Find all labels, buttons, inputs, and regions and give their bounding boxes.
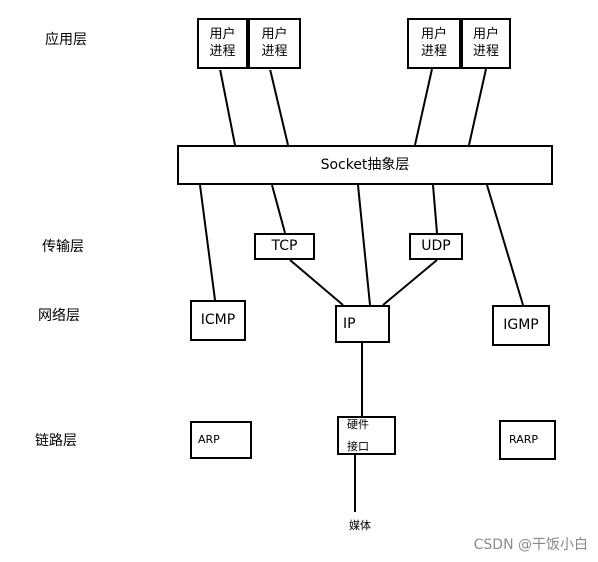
socket-abstraction-layer: Socket抽象层: [177, 145, 553, 185]
icmp-box: ICMP: [190, 300, 246, 341]
igmp-label: IGMP: [503, 317, 539, 334]
layer-label-network: 网络层: [38, 308, 80, 324]
udp-box: UDP: [409, 233, 463, 260]
arp-label: ARP: [198, 432, 220, 446]
process-label-line2: 进程: [261, 43, 288, 59]
igmp-box: IGMP: [492, 305, 550, 346]
line-proc4-socket: [468, 68, 487, 146]
hardware-label-line1: 硬件: [347, 417, 369, 431]
line-socket-ip: [357, 184, 371, 306]
tcp-box: TCP: [254, 233, 315, 260]
hardware-label-line2: 接口: [347, 439, 369, 453]
line-socket-udp: [432, 184, 438, 234]
line-tcp-ip: [289, 259, 344, 306]
line-proc1-socket: [219, 68, 236, 146]
line-socket-icmp: [199, 184, 216, 301]
ip-box: IP: [335, 305, 390, 343]
layer-label-transport: 传输层: [42, 239, 84, 255]
process-label-line2: 进程: [420, 43, 447, 59]
process-label-line1: 用户: [261, 26, 288, 42]
line-udp-ip: [382, 259, 438, 306]
user-process-box: 用户 进程: [461, 18, 511, 69]
socket-label: Socket抽象层: [320, 156, 410, 173]
process-label-line2: 进程: [209, 43, 236, 59]
udp-label: UDP: [421, 238, 451, 255]
user-process-box: 用户 进程: [197, 18, 248, 69]
icmp-label: ICMP: [200, 312, 236, 329]
line-proc2-socket: [269, 68, 289, 146]
medium-label: 媒体: [349, 519, 371, 532]
process-label-line1: 用户: [472, 26, 499, 42]
layer-label-application: 应用层: [45, 32, 87, 48]
hardware-interface-box: 硬件 接口: [337, 416, 396, 455]
watermark: CSDN @干饭小白: [473, 537, 588, 553]
line-socket-tcp: [271, 184, 286, 234]
tcp-label: TCP: [271, 238, 298, 255]
line-socket-igmp: [486, 184, 524, 306]
process-label-line1: 用户: [209, 26, 236, 42]
user-process-box: 用户 进程: [248, 18, 301, 69]
rarp-box: RARP: [499, 420, 556, 460]
ip-label: IP: [343, 315, 356, 332]
rarp-label: RARP: [509, 432, 538, 446]
arp-box: ARP: [190, 421, 252, 459]
line-proc3-socket: [414, 68, 433, 146]
user-process-box: 用户 进程: [407, 18, 461, 69]
process-label-line1: 用户: [420, 26, 447, 42]
layer-label-link: 链路层: [35, 433, 77, 449]
process-label-line2: 进程: [472, 43, 499, 59]
